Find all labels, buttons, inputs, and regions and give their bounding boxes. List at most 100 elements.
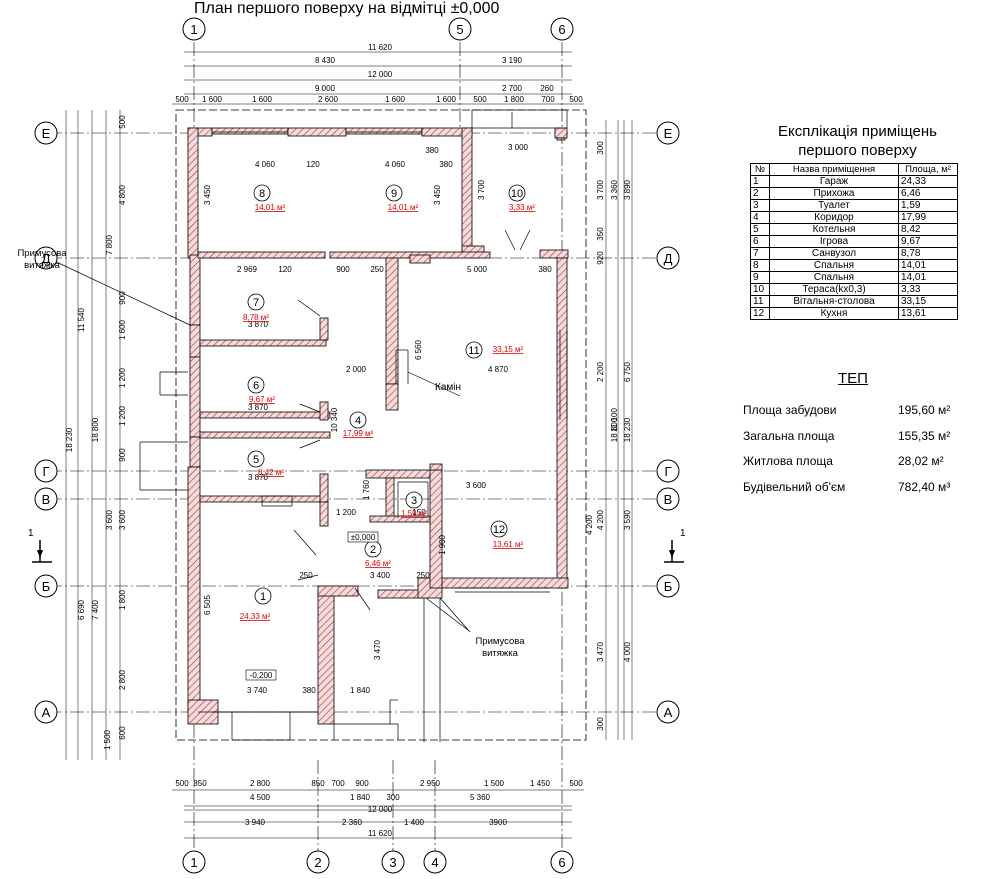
axis-right-Б: Б (656, 574, 680, 598)
dim-bottom-seg-0: 500 (175, 779, 189, 788)
axis-left-А: А (34, 700, 58, 724)
dim-inner-28: 250 (416, 571, 430, 580)
plan-line-49 (439, 597, 471, 633)
axis-bubble-label: В (42, 492, 51, 507)
cell-name: Туалет (769, 199, 899, 212)
dim-top-3190: 3 190 (502, 56, 523, 65)
dim-top-seg-4: 1 600 (385, 95, 406, 104)
axis-bubble (34, 121, 58, 145)
dim-right-6: 2 200 (596, 361, 605, 382)
dim-right-5: 920 (596, 251, 605, 265)
tep-title: ТЕП (838, 370, 868, 387)
dim-inner-15: 3 870 (248, 320, 269, 329)
wall-11 (189, 324, 201, 358)
dim-inner-21: 3 870 (248, 473, 269, 482)
wall-2 (287, 127, 347, 137)
axis-left-Д: Д (34, 246, 58, 270)
cell-area: 17,99 (898, 211, 958, 224)
wall-29 (319, 317, 329, 341)
axis-bubble-label: 3 (389, 855, 396, 870)
col-area: Площа, м² (898, 163, 958, 176)
cell-name: Санвузол (769, 247, 899, 260)
axis-left-В: В (34, 487, 58, 511)
fireplace-label: Камін (435, 382, 461, 393)
cell-area: 6,46 (898, 187, 958, 200)
room-number: 9 (391, 188, 397, 200)
axis-left-Е: Е (34, 121, 58, 145)
cell-num: 3 (750, 199, 770, 212)
wall-33 (199, 495, 327, 503)
dim-right-7: 6 750 (623, 361, 632, 382)
wall-34 (319, 473, 329, 503)
dim-inner-34: 1 900 (438, 534, 447, 555)
axis-bubble (656, 700, 680, 724)
dim-left-14: 7 400 (91, 599, 100, 620)
dim-left-5: 1 600 (118, 319, 127, 340)
dim-inner-1: 120 (306, 160, 320, 169)
room-number: 4 (355, 415, 361, 427)
wall-27 (385, 383, 399, 411)
cell-name: Кухня (769, 307, 899, 320)
col-num: № (750, 163, 770, 176)
room-number: 11 (468, 345, 479, 357)
dim-left-6: 1 200 (118, 367, 127, 388)
axis-bubble (423, 850, 447, 874)
col-name: Назва приміщення (769, 163, 899, 176)
axis-bubble-label: Д (664, 251, 673, 266)
axis-bubble-label: А (42, 705, 51, 720)
plan-line-8 (519, 229, 531, 251)
axis-bubble (448, 17, 472, 41)
section-label-1: 1 (680, 528, 686, 539)
cell-num: 7 (750, 247, 770, 260)
wall-21 (439, 577, 569, 589)
dim-left-12: 3 600 (105, 509, 114, 530)
wall-37 (429, 469, 443, 589)
dim-inner-13: 5 000 (467, 265, 488, 274)
dim-left-0: 500 (118, 115, 127, 129)
cell-num: 9 (750, 271, 770, 284)
axis-bubble-label: 2 (314, 855, 321, 870)
room-area: 33,15 м² (493, 345, 524, 354)
room-number-circle (465, 341, 483, 359)
cell-num: 5 (750, 223, 770, 236)
dim-left-18: 600 (118, 726, 127, 740)
axis-bubble-label: 4 (431, 855, 438, 870)
axis-bubble-label: 1 (190, 22, 197, 37)
cell-area: 14,01 (898, 271, 958, 284)
axis-bottom-6: 6 (550, 850, 574, 874)
room-area: 1,59 м² (401, 509, 427, 518)
room-area: 3,33 м² (509, 203, 535, 212)
cell-name: Прихожа (769, 187, 899, 200)
cell-name: Коридор (769, 211, 899, 224)
axis-bubble (34, 574, 58, 598)
wall-40 (369, 515, 431, 523)
wall-35 (365, 469, 441, 479)
dim-inner-35: 4 200 (585, 514, 594, 535)
room-area: 14,01 м² (388, 203, 419, 212)
cell-num: 10 (750, 283, 770, 296)
wall-13 (189, 436, 201, 468)
wall-9 (556, 137, 566, 141)
axis-bubble (34, 700, 58, 724)
dim-bottom-seg-2: 2 800 (250, 779, 271, 788)
level-mark-garage-box (245, 669, 277, 681)
dim-bottom-seg-9: 500 (569, 779, 583, 788)
dim-bottom-seg2-3: 3900 (489, 818, 507, 827)
cell-num: 4 (750, 211, 770, 224)
plan-line-7 (504, 229, 516, 251)
plan-line-35 (293, 529, 317, 556)
room-9: 9 14,01 м² (385, 184, 419, 212)
dim-right-8: 11 100 (610, 408, 619, 432)
wall-5 (187, 127, 199, 259)
cell-area: 3,33 (898, 283, 958, 296)
dim-left-1: 4 800 (118, 184, 127, 205)
axis-bubble (306, 850, 330, 874)
room-area: 14,01 м² (255, 203, 286, 212)
room-area: 8,42 м² (258, 468, 284, 477)
room-area: 24,33 м² (240, 612, 271, 621)
